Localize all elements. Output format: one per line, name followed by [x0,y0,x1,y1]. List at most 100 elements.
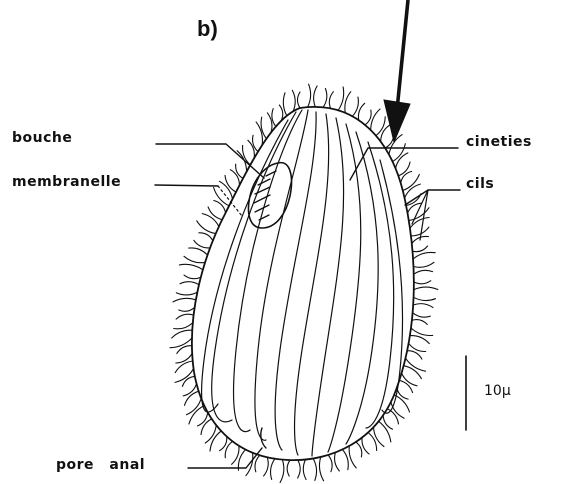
cilium [391,402,404,418]
cilium [414,270,433,274]
cilium [342,450,348,470]
cilium [411,227,429,236]
cilium [394,395,409,412]
cilium [179,264,203,269]
cilium [365,110,371,125]
cilium [186,398,201,414]
cilium [414,287,438,290]
cilium [198,412,208,426]
cilium [413,252,435,259]
cilium [177,346,192,354]
cilium [358,103,364,120]
cilium [356,442,362,457]
cilium [410,336,429,344]
cilium [409,343,426,351]
cilium [210,431,221,451]
cilium [180,282,199,285]
cilium [182,376,194,386]
pointer-arrow [384,0,410,142]
cilium [267,113,272,133]
cilium [175,369,194,383]
cilium [413,304,433,308]
cilium [319,457,323,481]
cilium [183,384,196,396]
cilium [189,406,204,425]
cilium [201,419,212,435]
anal-pore [261,428,266,448]
cilium [264,457,269,476]
cilium [232,446,239,465]
cilium [199,233,213,241]
cilium [208,207,222,220]
kinety-row [328,124,361,452]
cilium [371,109,380,130]
cilium [230,170,239,186]
cilium [225,175,236,192]
cilium [412,320,427,325]
cilium [406,358,426,371]
cilium [184,256,205,262]
cilium [413,246,428,252]
cilium [303,460,306,480]
cilium [202,214,219,227]
kinety-row [295,114,329,455]
cilium [314,86,317,107]
cilium [396,153,408,169]
cilium [349,446,356,468]
cilium [184,275,201,279]
cilium [381,125,390,142]
cilium [283,93,286,116]
cilium [313,459,316,481]
cilium [404,366,422,379]
cilium [392,144,405,162]
cilium [255,455,260,472]
cilium [298,92,301,108]
cilium [280,460,284,483]
cilium [271,459,275,480]
cilium [413,313,431,317]
cilium [352,97,358,116]
cilium [176,292,197,295]
cilium [174,323,193,329]
cilium [399,380,412,392]
cilium [338,87,344,111]
cilium [398,162,410,176]
cilium [185,391,199,405]
cilium [379,421,391,442]
cilium [197,221,216,234]
cilium [323,89,327,108]
cilium [308,84,311,107]
cilium [407,351,422,359]
cilium [176,314,194,319]
cilium [172,330,193,338]
cilium [287,460,290,476]
cilium [402,373,417,386]
cilium [272,109,276,127]
cilium [328,455,332,472]
cilium [414,281,431,284]
cilium [238,450,245,471]
cilium [173,298,196,302]
cilium [189,248,208,255]
cilium [345,92,351,113]
cilium [179,307,195,311]
cilium [414,297,436,300]
cilium [411,328,433,336]
cilium [220,436,227,450]
cilium [376,117,385,136]
cilium [362,437,369,454]
cilium [292,90,295,111]
cilium [279,105,282,121]
kinety-row [255,110,308,440]
cilium [329,92,333,109]
cilium [205,425,216,443]
cilium [298,460,301,478]
leader-membranelle [155,185,218,186]
cilium [414,262,435,267]
cilium [403,175,420,191]
cilium [374,427,384,446]
cilium [194,240,210,248]
kineties [202,110,403,456]
